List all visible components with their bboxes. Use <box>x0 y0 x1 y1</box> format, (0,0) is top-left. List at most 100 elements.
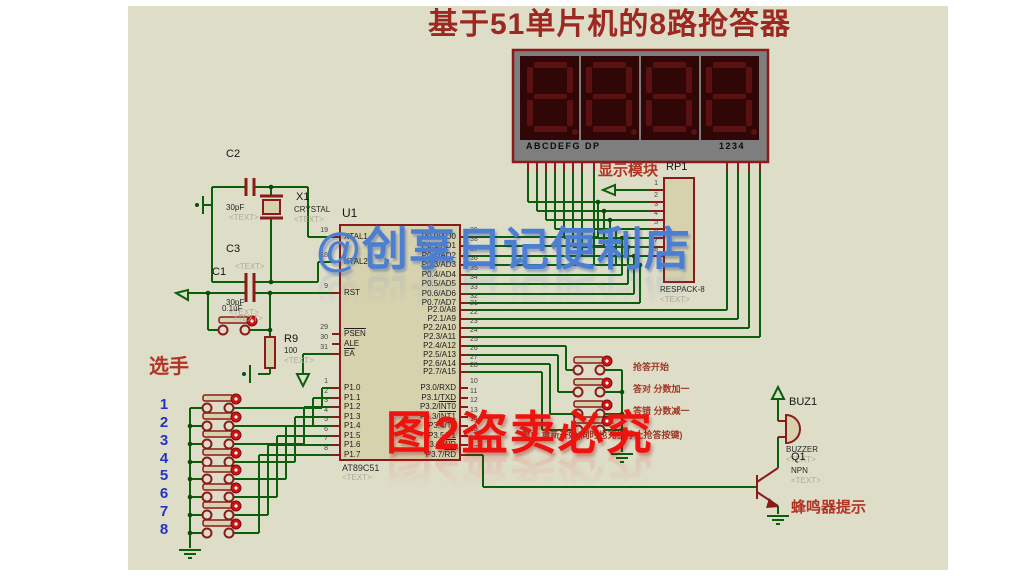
digit-segment <box>653 126 686 132</box>
digit-dp <box>631 129 637 135</box>
player-button-1[interactable] <box>201 393 242 414</box>
button-cap <box>202 448 234 456</box>
rp1-body <box>663 177 695 283</box>
button-terminal <box>201 527 213 539</box>
button-actuator-dot <box>605 359 609 363</box>
button-cap <box>202 430 234 438</box>
u1-pin-number: 26 <box>470 345 478 352</box>
display-digit-pin-labels: 1234 <box>719 141 746 151</box>
u1-pin-label: P2.1/A9 <box>427 314 456 323</box>
u1-pin-number: 8 <box>324 445 328 452</box>
button-actuator-dot <box>234 486 238 490</box>
power-arrow-left <box>173 288 189 302</box>
u1-pin-label: P1.4 <box>344 421 361 430</box>
button-cap <box>573 378 605 386</box>
button-terminal <box>201 491 213 503</box>
player-button-7[interactable] <box>201 500 242 521</box>
button-cap <box>573 356 605 364</box>
junction-dot <box>205 290 211 296</box>
u1-pin-label: XTAL2 <box>344 257 368 266</box>
u1-pin-number: 7 <box>324 435 328 442</box>
u1-pin-number: 10 <box>470 378 478 385</box>
capacitor-c1[interactable] <box>244 284 256 302</box>
button-terminal <box>201 456 213 468</box>
button-cap <box>202 483 234 491</box>
u1-pin-label: P2.3/A11 <box>423 332 456 341</box>
buzzer-buz1[interactable] <box>778 413 801 445</box>
u1-pin-number: 39 <box>470 227 478 234</box>
digit-segment <box>713 126 746 132</box>
player-button-5[interactable] <box>201 464 242 485</box>
rp1-ref: RP1 <box>666 161 688 173</box>
x1-part: CRYSTAL <box>294 205 331 214</box>
u1-pin-label: ALE <box>344 339 360 348</box>
r9-ref: R9 <box>284 333 299 345</box>
button-actuator-dot <box>234 451 238 455</box>
display-module-label: 显示模块 <box>598 162 659 179</box>
u1-pin-number: 31 <box>320 344 328 351</box>
reset-button[interactable] <box>217 315 258 336</box>
capacitor-c2[interactable] <box>244 178 256 196</box>
digit-segment <box>567 67 573 93</box>
u1-pin-number: 18 <box>320 252 328 259</box>
rp1-pin-number: 7 <box>654 237 658 244</box>
q1-ref: Q1 <box>791 451 806 463</box>
control-button-2[interactable] <box>572 377 613 398</box>
u1-pin-label: P0.6/AD6 <box>421 289 456 298</box>
u1-pin-label: P3.7/RD <box>425 450 456 459</box>
player-button-2[interactable] <box>201 411 242 432</box>
page-title: 基于51单片机的8路抢答器 <box>428 8 792 41</box>
resistor-r9[interactable] <box>264 336 276 369</box>
display-digit-4 <box>706 62 757 135</box>
power-arrow-up <box>770 384 786 400</box>
control-button-4[interactable] <box>572 415 613 436</box>
button-terminal <box>201 438 213 450</box>
button-terminal <box>201 420 213 432</box>
u1-pin-label: P1.3 <box>344 412 361 421</box>
button-actuator-dot <box>605 381 609 385</box>
piracy-warning-text: 图2盗卖必究 <box>386 407 654 459</box>
control-button-1[interactable] <box>572 355 613 376</box>
junction-dot <box>187 441 193 447</box>
digit-segment <box>586 100 592 126</box>
digit-segment <box>626 100 632 126</box>
button-terminal <box>572 386 584 398</box>
u1-pin-label: P1.6 <box>344 440 361 449</box>
digit-segment <box>713 94 746 99</box>
display-digit-1 <box>527 62 578 135</box>
button-terminal <box>217 324 229 336</box>
u1-pin-label: P3.2/INT0 <box>419 402 456 411</box>
junction-dot <box>619 235 625 241</box>
u1-pin-number: 21 <box>470 300 478 307</box>
u1-pin-number: 15 <box>470 426 478 433</box>
u1-chip[interactable] <box>339 224 461 461</box>
u1-pin-number: 29 <box>320 324 328 331</box>
pin-stub <box>756 467 779 483</box>
button-actuator-dot <box>234 522 238 526</box>
player-button-4[interactable] <box>201 447 242 468</box>
player-button-3[interactable] <box>201 429 242 450</box>
u1-pin-label: P3.4/T0 <box>427 421 456 430</box>
player-button-6[interactable] <box>201 482 242 503</box>
button-actuator-dot <box>234 433 238 437</box>
seven-segment-display[interactable] <box>511 48 770 164</box>
digit-segment <box>593 94 626 99</box>
rp1-respack[interactable] <box>663 177 695 283</box>
button-cap <box>202 501 234 509</box>
x1-ref: X1 <box>296 191 310 203</box>
u1-ref: U1 <box>342 206 358 220</box>
u1-pin-number: 33 <box>470 284 478 291</box>
junction-dot <box>619 411 625 417</box>
u1-pin-label: EA <box>344 349 355 358</box>
player-button-8[interactable] <box>201 518 242 539</box>
junction-dot <box>267 290 273 296</box>
controls-ground <box>611 453 633 463</box>
watermark-text: @创享日记便利店 <box>316 223 691 275</box>
u1-pin-number: 19 <box>320 227 328 234</box>
u1-pin-label: P2.7/A15 <box>423 367 456 376</box>
player-number: 1 <box>159 396 169 413</box>
digit-segment <box>593 62 626 68</box>
transistor-q1[interactable] <box>756 467 779 508</box>
